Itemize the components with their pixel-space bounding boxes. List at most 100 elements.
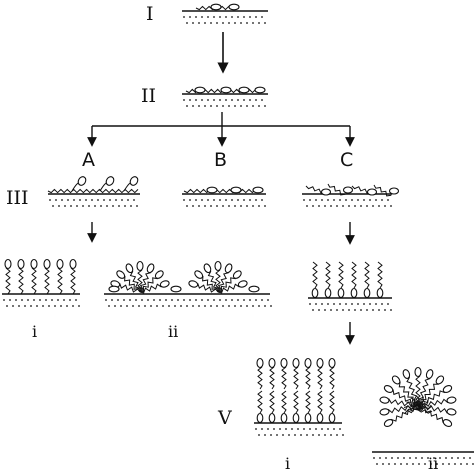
subphase-dot: [246, 105, 248, 107]
subphase-dot: [318, 309, 320, 311]
subphase-dot: [207, 99, 209, 101]
subphase-dot: [210, 22, 212, 24]
stage-label-v: V: [217, 407, 232, 429]
hydrocarbon-chain: [327, 183, 346, 196]
subphase-dot: [183, 299, 185, 301]
stage-iii-b: [182, 186, 266, 207]
hydrocarbon-chain: [217, 272, 229, 293]
subphase-dot: [186, 22, 188, 24]
subphase-dot: [427, 457, 429, 459]
stage-label-i: I: [146, 3, 154, 25]
stage-i-film: [182, 3, 268, 24]
head-group: [228, 3, 240, 11]
subphase-dot: [264, 434, 266, 436]
subphase-dot: [111, 299, 113, 301]
subphase-dot: [270, 305, 272, 307]
head-group: [129, 176, 139, 186]
head-group: [254, 86, 266, 94]
head-group: [56, 258, 64, 270]
subphase-dot: [288, 434, 290, 436]
head-group: [256, 412, 264, 424]
subphase-dot: [454, 463, 456, 465]
subphase-dot: [231, 16, 233, 18]
subphase-dot: [379, 457, 381, 459]
subphase-dot: [381, 199, 383, 201]
subphase-dot: [415, 457, 417, 459]
subphase-dot: [255, 299, 257, 301]
head-group: [316, 412, 324, 424]
hydrocarbon-chain: [410, 397, 419, 411]
head-group: [203, 263, 212, 274]
subphase-dot: [333, 199, 335, 201]
subphase-dot: [255, 199, 257, 201]
subphase-dot: [303, 199, 305, 201]
head-group: [268, 357, 276, 369]
subphase-dot: [424, 463, 426, 465]
head-group: [188, 280, 199, 288]
subphase-dot: [372, 205, 374, 207]
hydrocarbon-chain: [329, 366, 335, 390]
subphase-dot: [390, 309, 392, 311]
hydrocarbon-chain: [183, 188, 263, 194]
head-group: [292, 357, 300, 369]
subphase-dot: [255, 16, 257, 18]
hydrocarbon-chain: [257, 366, 263, 390]
subphase-dot: [327, 303, 329, 305]
subphase-dot: [258, 205, 260, 207]
head-group: [170, 285, 182, 293]
subphase-dot: [204, 305, 206, 307]
subphase-dot: [124, 205, 126, 207]
subphase-dot: [258, 105, 260, 107]
hydrocarbon-chain: [139, 272, 151, 293]
subphase-dot: [216, 305, 218, 307]
hydrocarbon-chain: [5, 267, 11, 295]
subphase-dot: [183, 199, 185, 201]
hydrocarbon-chain: [417, 409, 433, 414]
subphase-dot: [315, 303, 317, 305]
sublabel-ii-row1: ii: [168, 322, 178, 341]
subphase-dot: [451, 457, 453, 459]
subphase-dot: [351, 199, 353, 201]
head-group: [248, 285, 260, 293]
subphase-dot: [228, 205, 230, 207]
subphase-dot: [394, 463, 396, 465]
head-group: [77, 176, 87, 186]
subphase-dot: [91, 199, 93, 201]
subphase-dot: [147, 299, 149, 301]
stage-v-i-bilayer: [254, 357, 344, 436]
subphase-dot: [195, 16, 197, 18]
subphase-dot: [237, 16, 239, 18]
row4-c-monolayer: [308, 261, 392, 311]
hydrocarbon-chain: [215, 269, 221, 293]
subphase-dot: [76, 205, 78, 207]
subphase-dot: [114, 305, 116, 307]
subphase-dot: [136, 205, 138, 207]
subphase-dot: [195, 299, 197, 301]
head-group: [311, 287, 319, 299]
head-group: [414, 366, 422, 378]
hydrocarbon-chain: [207, 270, 220, 293]
subphase-dot: [27, 299, 29, 301]
subphase-dot: [264, 305, 266, 307]
subphase-dot: [150, 305, 152, 307]
hydrocarbon-chain: [202, 275, 219, 293]
subphase-dot: [207, 299, 209, 301]
hydrocarbon-chain: [197, 283, 219, 293]
head-group: [230, 186, 242, 194]
subphase-dot: [321, 199, 323, 201]
subphase-dot: [180, 305, 182, 307]
subphase-dot: [207, 199, 209, 201]
subphase-dot: [418, 463, 420, 465]
head-group: [391, 375, 401, 385]
head-group: [116, 270, 126, 279]
subphase-dot: [261, 99, 263, 101]
subphase-dot: [138, 305, 140, 307]
hydrocarbon-chain: [388, 398, 419, 408]
subphase-dot: [388, 463, 390, 465]
head-group: [154, 270, 164, 279]
subphase-dot: [387, 199, 389, 201]
subphase-dot: [261, 428, 263, 430]
subphase-dot: [339, 428, 341, 430]
subphase-dot: [130, 205, 132, 207]
subphase-dot: [442, 463, 444, 465]
